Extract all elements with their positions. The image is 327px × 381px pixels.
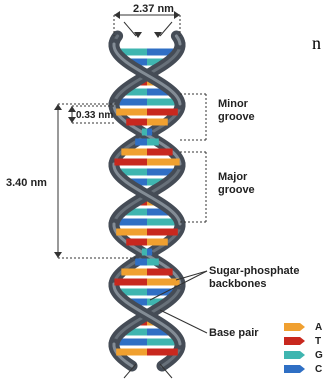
minor-groove-line1: Minor bbox=[218, 98, 255, 111]
arrowhead-up bbox=[68, 106, 76, 112]
base-pair-half-left bbox=[121, 149, 147, 156]
base-pair-label: Base pair bbox=[209, 327, 259, 340]
base-pair-half-right bbox=[147, 229, 178, 236]
base-pair-half-left bbox=[142, 249, 147, 256]
base-pair-half-left bbox=[135, 139, 147, 146]
legend-swatch-c bbox=[284, 365, 305, 373]
arrowhead-up bbox=[54, 104, 62, 110]
minor-groove-label: Minor groove bbox=[218, 98, 255, 124]
base-pair-half-left bbox=[142, 129, 147, 136]
base-pair-half-left bbox=[116, 109, 147, 116]
arrowhead-down bbox=[54, 252, 62, 258]
base-pair-half-right bbox=[147, 149, 173, 156]
arrowhead-left bbox=[114, 11, 120, 19]
base-pair-half-right bbox=[147, 279, 180, 286]
base-pair-half-right bbox=[147, 269, 173, 276]
base-pair-half-right bbox=[147, 119, 168, 126]
base-pair-half-right bbox=[147, 239, 168, 246]
base-pair-half-right bbox=[147, 259, 159, 266]
base-pair-half-left bbox=[126, 239, 147, 246]
base-pair-half-right bbox=[147, 109, 178, 116]
corner-arrow-top-left bbox=[124, 22, 136, 36]
legend-label-a: A bbox=[315, 322, 322, 333]
corner-arrow-top-right bbox=[160, 22, 172, 36]
base-pair-half-left bbox=[116, 229, 147, 236]
base-pair-half-right bbox=[147, 159, 180, 166]
base-pair-half-right bbox=[147, 129, 152, 136]
base-pair-half-right bbox=[147, 249, 152, 256]
stray-letter: n bbox=[312, 33, 321, 54]
backbones-line2: backbones bbox=[209, 278, 299, 291]
legend-label-t: T bbox=[315, 336, 321, 347]
base-pair-half-left bbox=[135, 259, 147, 266]
base-pair-half-left bbox=[121, 269, 147, 276]
legend bbox=[284, 323, 305, 373]
backbones-line1: Sugar-phosphate bbox=[209, 265, 299, 278]
base-pair-half-left bbox=[116, 349, 147, 356]
base-pair-half-left bbox=[114, 279, 147, 286]
arrowhead-down bbox=[68, 117, 76, 123]
major-groove-line2: groove bbox=[218, 184, 255, 197]
rise-per-base-label: 0.33 nm bbox=[76, 109, 113, 122]
backbones-label: Sugar-phosphate backbones bbox=[209, 265, 299, 291]
legend-label-g: G bbox=[315, 350, 323, 361]
base-pair-half-left bbox=[126, 119, 147, 126]
major-groove-label: Major groove bbox=[218, 171, 255, 197]
helix-width-label: 2.37 nm bbox=[133, 3, 174, 16]
arrowhead-right bbox=[174, 11, 180, 19]
legend-label-c: C bbox=[315, 364, 322, 375]
major-groove-line1: Major bbox=[218, 171, 255, 184]
base-pair-half-right bbox=[147, 349, 178, 356]
legend-swatch-g bbox=[284, 351, 305, 359]
helix-pitch-label: 3.40 nm bbox=[6, 177, 47, 190]
base-pair-half-left bbox=[114, 159, 147, 166]
minor-groove-line2: groove bbox=[218, 111, 255, 124]
legend-swatch-t bbox=[284, 337, 305, 345]
legend-swatch-a bbox=[284, 323, 305, 331]
base-pair-half-right bbox=[147, 139, 159, 146]
